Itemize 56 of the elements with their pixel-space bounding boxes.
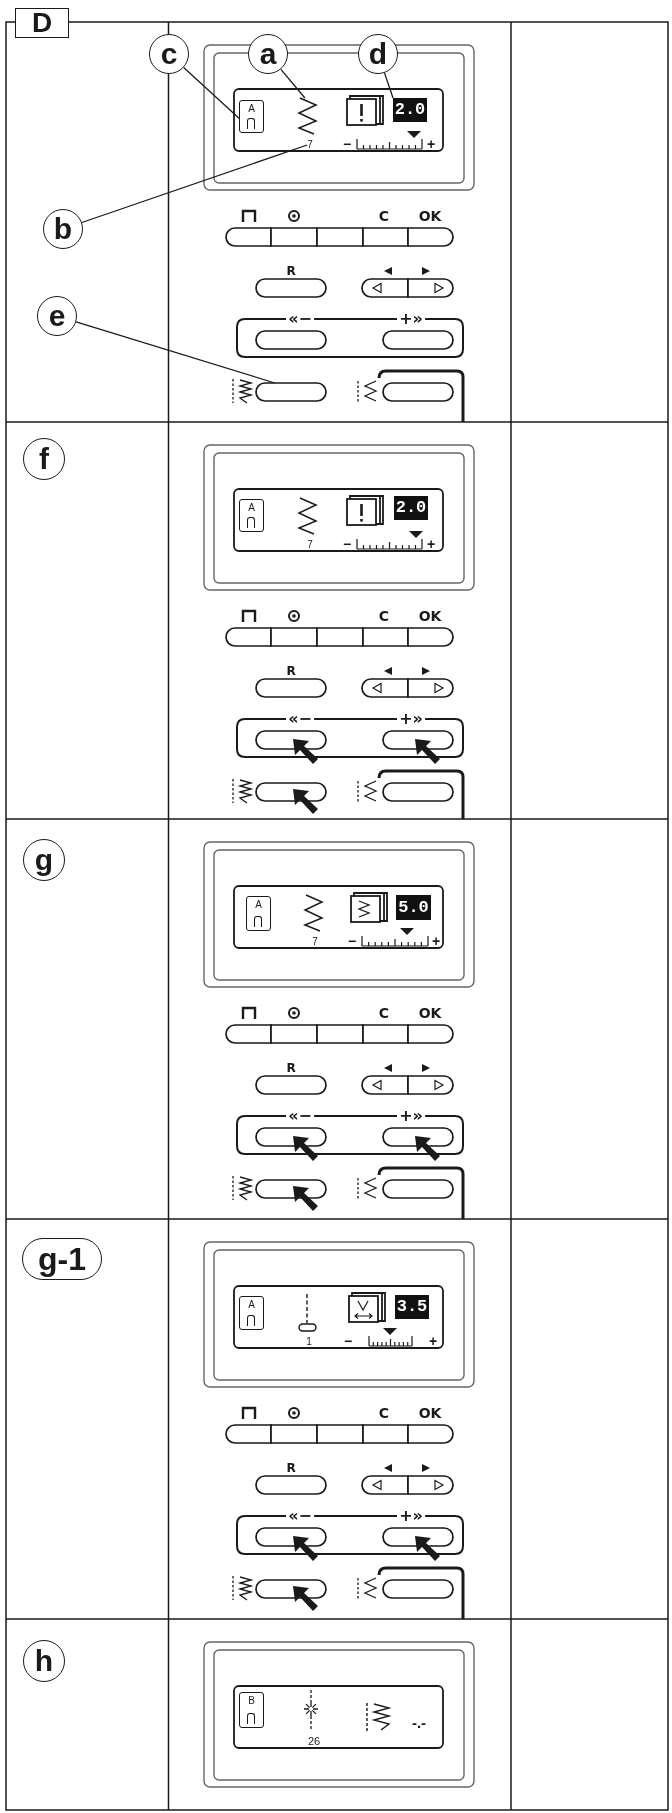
button-label: R xyxy=(286,265,296,277)
button-label: OK xyxy=(418,209,442,223)
zigzag-stitch-icon xyxy=(297,97,318,135)
leader-line xyxy=(280,68,306,99)
scale-end-sign: − xyxy=(342,137,352,151)
step-marker: g-1 xyxy=(22,1238,102,1280)
value-readout: 3.5 xyxy=(395,1295,429,1319)
callout-letter: e xyxy=(37,296,77,336)
display-readout: -.- xyxy=(411,1714,427,1730)
value-readout: 5.0 xyxy=(396,895,431,920)
stitch-number: 1 xyxy=(306,1337,312,1347)
leader-line xyxy=(183,66,240,119)
presser-foot-symbol: A xyxy=(239,1296,264,1330)
button-label: C xyxy=(378,1006,390,1020)
scale-end-sign: + xyxy=(426,537,436,551)
scale-end-sign: − xyxy=(347,934,357,948)
button-label: R xyxy=(286,1062,296,1074)
button-label: C xyxy=(378,209,390,223)
button-label: +» xyxy=(397,1108,425,1124)
step-marker: f xyxy=(23,438,65,480)
presser-foot-symbol: A xyxy=(239,100,264,133)
button-label: OK xyxy=(418,1006,442,1020)
stitch-number: 7 xyxy=(307,540,313,550)
scale-end-sign: + xyxy=(431,934,441,948)
button-label: +» xyxy=(397,711,425,727)
scale-end-sign: − xyxy=(343,1334,353,1348)
leader-line xyxy=(81,144,308,224)
button-label: R xyxy=(286,1462,296,1474)
stitch-number: 7 xyxy=(307,140,313,150)
leader-line xyxy=(383,72,394,99)
button-label: C xyxy=(378,1406,390,1420)
step-marker: h xyxy=(23,1640,65,1682)
value-readout: 2.0 xyxy=(393,98,427,122)
step-marker: g xyxy=(23,839,65,881)
panel-button xyxy=(255,382,327,402)
stitch-number: 26 xyxy=(307,1735,321,1747)
callout-letter: c xyxy=(149,34,189,74)
value-readout: 2.0 xyxy=(394,496,428,520)
presser-foot-symbol: A xyxy=(246,896,271,931)
callout-letter: a xyxy=(248,34,288,74)
scale-end-sign: + xyxy=(426,137,436,151)
scale-end-sign: + xyxy=(428,1334,438,1348)
stitch-number: 7 xyxy=(312,937,318,947)
callout-letter: d xyxy=(358,34,398,74)
figure-tab: D xyxy=(15,8,69,38)
presser-foot-symbol: B xyxy=(239,1692,264,1728)
button-label: C xyxy=(378,609,390,623)
button-label: OK xyxy=(418,609,442,623)
scale-end-sign: − xyxy=(342,537,352,551)
button-label: +» xyxy=(397,1508,425,1524)
callout-letter: b xyxy=(43,209,83,249)
button-label: +» xyxy=(397,311,425,327)
button-label: R xyxy=(286,665,296,677)
button-label: OK xyxy=(418,1406,442,1420)
leader-line xyxy=(75,321,276,384)
presser-foot-symbol: A xyxy=(239,499,264,532)
